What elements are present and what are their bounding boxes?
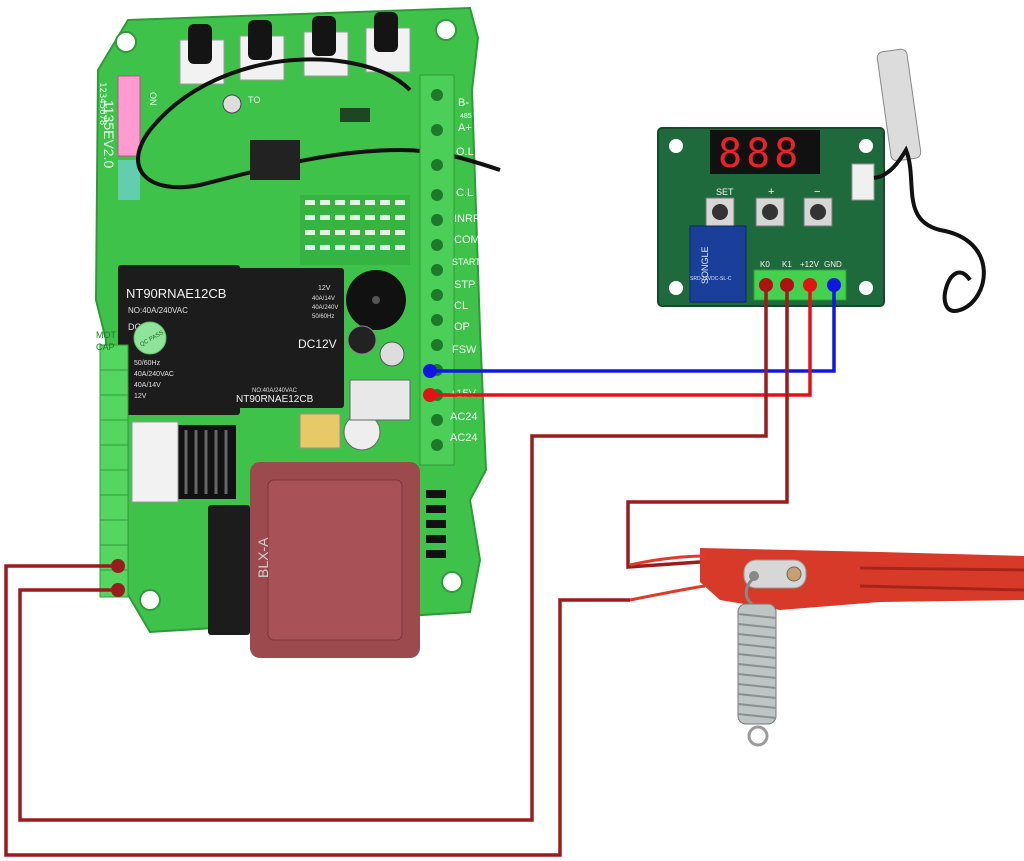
header-pins	[426, 490, 446, 558]
svg-text:50/60Hz: 50/60Hz	[134, 360, 161, 367]
svg-text:SRD-12VDC-SL-C: SRD-12VDC-SL-C	[690, 276, 732, 282]
svg-text:NT90RNAE12CB: NT90RNAE12CB	[126, 286, 226, 301]
antenna-wire	[136, 57, 501, 190]
board-version-code: 1135EV2.0	[101, 100, 117, 168]
thermostat-relay: SONGLE SRD-12VDC-SL-C	[689, 225, 747, 303]
terminal-gnd-label: GND	[824, 260, 842, 269]
terminal-label: INRF	[454, 213, 480, 225]
heating-pad-icon	[629, 548, 1024, 610]
minus-button-label: −	[814, 186, 820, 198]
svg-text:NT90RNAE12CB: NT90RNAE12CB	[236, 394, 314, 405]
svg-text:40A/240VAC: 40A/240VAC	[134, 371, 174, 378]
wire-k1	[626, 285, 789, 569]
transformer	[250, 462, 420, 658]
dip-numbers: 12345678	[97, 82, 107, 125]
microcontroller-chip	[250, 140, 300, 180]
svg-text:40A/14V: 40A/14V	[312, 296, 335, 302]
terminal-k0-label: K0	[760, 260, 770, 269]
terminal-label: START	[452, 257, 481, 267]
svg-text:NO:40A/240VAC: NO:40A/240VAC	[252, 388, 298, 394]
motor-terminal-block	[99, 344, 129, 598]
svg-text:DC12V: DC12V	[298, 337, 337, 351]
wiring	[4, 285, 836, 857]
thermostat-terminal-labels: K0 K1 +12V GND	[760, 260, 842, 269]
svg-text:12V: 12V	[134, 393, 147, 400]
thermostat-module: 888 SET + − SONGLE SRD-12VDC-SL-C K0 K1 …	[657, 127, 885, 307]
terminal-k1-label: K1	[782, 260, 792, 269]
svg-text:40A/240V: 40A/240V	[312, 305, 338, 311]
terminal-12v-label: +12V	[800, 260, 820, 269]
terminal-label: 485	[460, 113, 472, 120]
dip-label: ON	[148, 92, 158, 106]
svg-text:SONGLE: SONGLE	[700, 246, 710, 284]
set-button-label: SET	[716, 187, 734, 197]
led-display	[710, 130, 820, 174]
power-relay-right: 12V 40A/14V 40A/240V 50/60Hz DC12V NT90R…	[228, 268, 344, 408]
tension-spring-icon	[737, 576, 777, 747]
svg-text:DC: DC	[128, 322, 141, 332]
display-value: 888	[718, 131, 802, 177]
dip-switch	[117, 75, 141, 200]
terminal-label: B-	[458, 97, 469, 109]
terminal-label: A+	[458, 122, 472, 134]
svg-text:BLX-A: BLX-A	[255, 537, 271, 578]
small-relay	[131, 421, 179, 503]
qc-pass-sticker	[133, 321, 167, 355]
terminal-label: AC24	[450, 432, 478, 444]
terminal-label: CL	[454, 300, 468, 312]
cap-label: CAP	[96, 342, 115, 352]
svg-text:40A/14V: 40A/14V	[134, 382, 161, 389]
wire-heater-return	[4, 564, 630, 857]
temperature-probe-icon	[873, 48, 986, 313]
terminal-label: FSW	[452, 344, 477, 356]
power-relay-left: NT90RNAE12CB NO:40A/240VAC DC 50/60Hz 40…	[118, 265, 240, 415]
svg-text:12V: 12V	[318, 285, 331, 292]
terminal-label: C.L	[456, 187, 473, 199]
signal-terminal-block	[419, 74, 455, 466]
wire-k0	[18, 285, 768, 822]
wire-12v	[430, 285, 812, 397]
terminal-label: COM	[454, 234, 480, 246]
thermostat-buttons: SET + −	[705, 186, 833, 227]
sensor-connector	[851, 163, 875, 201]
plus-button-label: +	[768, 186, 774, 198]
gate-controller-board: TO ON 12345678 1135EV2.0	[94, 6, 501, 658]
terminal-label: OP	[454, 321, 470, 333]
svg-text:50/60Hz: 50/60Hz	[312, 314, 334, 320]
terminal-label: O.L	[456, 146, 474, 158]
potentiometer-row	[179, 12, 411, 85]
motor-label: MOT	[96, 330, 116, 340]
top-label: TO	[248, 95, 260, 105]
heatsink	[178, 425, 236, 499]
terminal-label: AC24	[450, 411, 478, 423]
fuse-holder: BLX-A	[208, 505, 271, 635]
wire-gnd	[430, 285, 836, 373]
terminal-label: STP	[454, 279, 475, 291]
smd-array	[300, 195, 410, 265]
svg-text:NO:40A/240VAC: NO:40A/240VAC	[128, 306, 188, 315]
